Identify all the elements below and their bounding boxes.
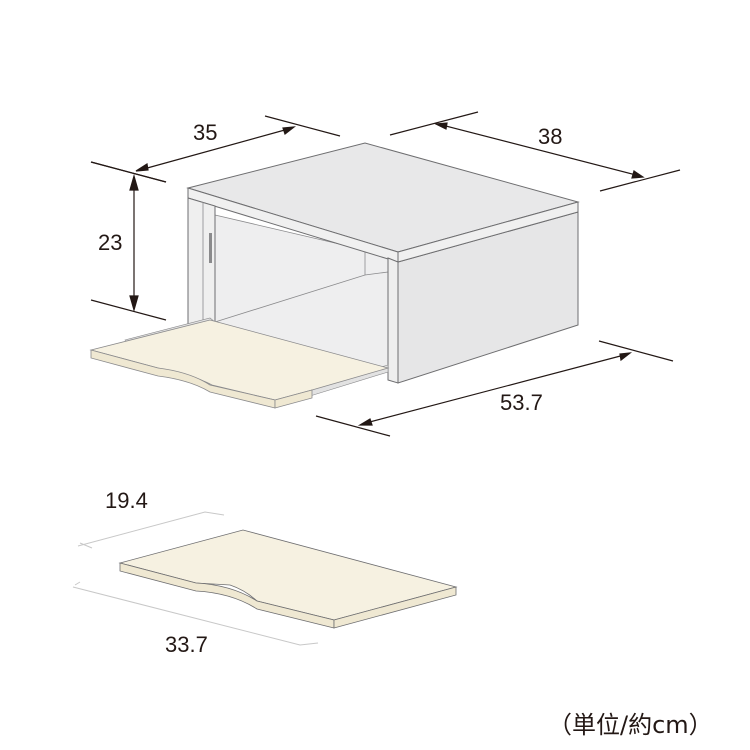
cabinet-door-panel bbox=[187, 197, 216, 331]
cabinet-front-post bbox=[387, 257, 399, 384]
height-label: 23 bbox=[98, 230, 122, 255]
unit-note: （単位/約cm） bbox=[548, 711, 713, 739]
width-label: 38 bbox=[538, 124, 562, 149]
tray-width-label: 19.4 bbox=[105, 488, 148, 513]
extended-depth-label: 53.7 bbox=[500, 390, 543, 415]
dimension-lines bbox=[90, 111, 681, 437]
extended-tray bbox=[89, 317, 390, 409]
cabinet bbox=[186, 142, 580, 384]
depth-label: 35 bbox=[193, 120, 217, 145]
standalone-tray bbox=[72, 511, 458, 646]
door-handle bbox=[209, 233, 212, 263]
tray-length-label: 33.7 bbox=[165, 632, 208, 657]
